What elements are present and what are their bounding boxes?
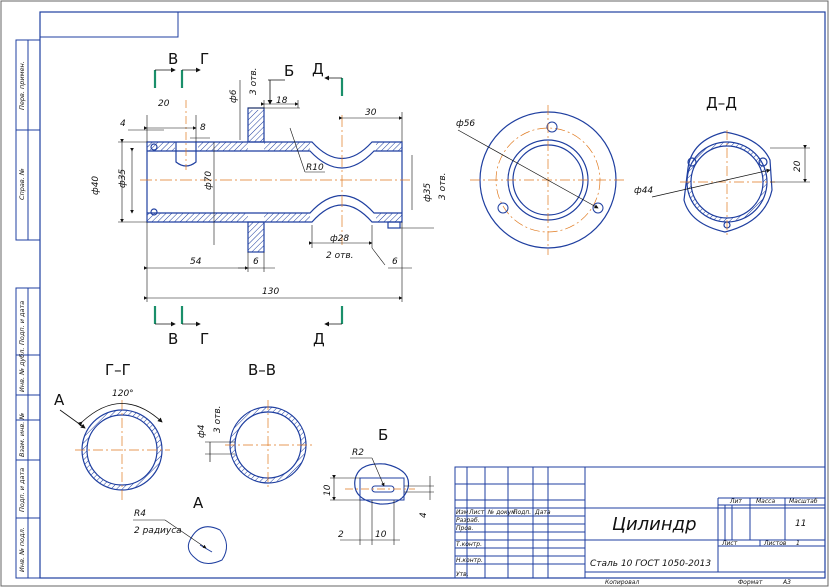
copied-label: Копировал: [605, 579, 639, 586]
cutting-plane-marks: [153, 70, 344, 324]
drawing-title: Цилиндр: [612, 514, 697, 535]
dim-2: 2: [338, 530, 344, 540]
section-gg: [59, 400, 170, 500]
role-3: Н.контр.: [456, 557, 483, 564]
section-dd: [651, 130, 810, 235]
mark-g-top: Г: [200, 50, 209, 68]
dim-r2: R2: [352, 448, 364, 458]
dim-30: 30: [365, 108, 377, 118]
sheets-count: 1: [796, 540, 800, 547]
dim-20r: 20: [793, 160, 803, 172]
sidebar-stamp: [15, 39, 41, 579]
rev-header-3: Подп.: [513, 509, 531, 516]
sidebar-labels: Перв. примен. Справ. № Подп. и дата Инв.…: [18, 61, 26, 572]
title-block: [454, 466, 826, 579]
dim-3otv3: 3 отв.: [213, 405, 223, 433]
role-0: Разраб.: [456, 517, 480, 524]
rev-header-2: № докум.: [487, 509, 518, 516]
mark-d-top: Д: [312, 60, 324, 78]
dim-6c: 6: [392, 257, 398, 267]
dim-3otv2: 3 отв.: [438, 172, 448, 200]
dim-r10: R10: [306, 163, 324, 173]
sidebar-label-6: Инв. № подл.: [18, 527, 26, 572]
dim-4b: ф4: [197, 424, 207, 438]
format-label: Формат: [738, 579, 763, 586]
main-axes: [140, 115, 410, 245]
sheet-label: Лист: [721, 540, 738, 547]
mark-b-top: Б: [284, 62, 294, 80]
dim-r4-note: 2 радиуса: [134, 526, 182, 536]
dim-3otv: 3 отв.: [249, 67, 259, 95]
dim-2otv: 2 отв.: [326, 251, 354, 261]
dim-70: ф70: [204, 171, 214, 190]
cutting-plane-arrows: [155, 67, 342, 327]
role-1: Пров.: [456, 525, 474, 532]
scale-label: Масштаб: [789, 498, 818, 505]
mark-g-bottom: Г: [200, 330, 209, 348]
dim-6b: 6: [253, 257, 259, 267]
dim-r4: R4: [134, 509, 146, 519]
title-block-text: Изм Лист № докум. Подп. Дата Разраб. Про…: [456, 498, 818, 586]
rev-header-0: Изм: [456, 509, 469, 516]
main-view: [146, 100, 403, 253]
dim-40: ф40: [91, 176, 101, 195]
mass-label: Масса: [756, 498, 775, 505]
rev-header-4: Дата: [534, 509, 551, 516]
sidebar-label-5: Подп. и дата: [18, 468, 26, 512]
mark-d-bottom: Д: [313, 330, 325, 348]
role-2: Т.контр.: [456, 541, 482, 548]
sidebar-label-3: Инв. № дубл.: [18, 348, 26, 392]
format-value: А3: [782, 579, 791, 586]
title-detail-b: Б: [378, 426, 388, 444]
number-value: 11: [795, 519, 806, 529]
dim-44: ф44: [634, 186, 653, 196]
dim-4r: 4: [419, 512, 429, 518]
dim-10h: 10: [375, 530, 387, 540]
arrow-label-a: А: [54, 391, 65, 409]
lit-label: Лит: [729, 498, 742, 505]
dim-20: 20: [158, 99, 170, 109]
dim-54: 54: [190, 257, 202, 267]
detail-a: [133, 519, 227, 564]
title-section-dd: Д–Д: [706, 94, 737, 112]
main-view-hatch: [147, 110, 402, 252]
detail-b: [330, 457, 434, 545]
rev-header-1: Лист: [468, 509, 485, 516]
dim-56: ф56: [456, 119, 475, 129]
dim-130: 130: [262, 287, 279, 297]
dim-35: ф35: [118, 169, 128, 188]
title-section-gg: Г–Г: [105, 361, 131, 379]
sidebar-label-0: Перв. примен.: [18, 61, 26, 110]
mark-v-top: В: [168, 50, 178, 68]
end-view: [457, 105, 626, 255]
sheets-label: Листов: [763, 540, 787, 547]
mark-v-bottom: В: [168, 330, 178, 348]
dim-35r: ф35: [423, 183, 433, 202]
title-section-vv: В–В: [248, 361, 276, 379]
role-4: Утв.: [456, 571, 469, 578]
title-detail-a: А: [193, 494, 204, 512]
dim-8: 8: [200, 123, 206, 133]
sidebar-label-4: Взам. инв. №: [18, 413, 26, 457]
main-dimension-lines: [118, 80, 434, 302]
dim-28: ф28: [330, 234, 349, 244]
dim-6a: ф6: [229, 89, 239, 103]
dim-4: 4: [120, 119, 126, 129]
sidebar-label-2: Подп. и дата: [18, 301, 26, 345]
dim-18: 18: [276, 96, 288, 106]
material-label: Сталь 10 ГОСТ 1050-2013: [590, 559, 711, 569]
section-vv: [205, 400, 312, 490]
dim-10v: 10: [323, 484, 333, 496]
sidebar-label-1: Справ. №: [18, 168, 26, 200]
dim-120deg: 120°: [112, 389, 134, 399]
